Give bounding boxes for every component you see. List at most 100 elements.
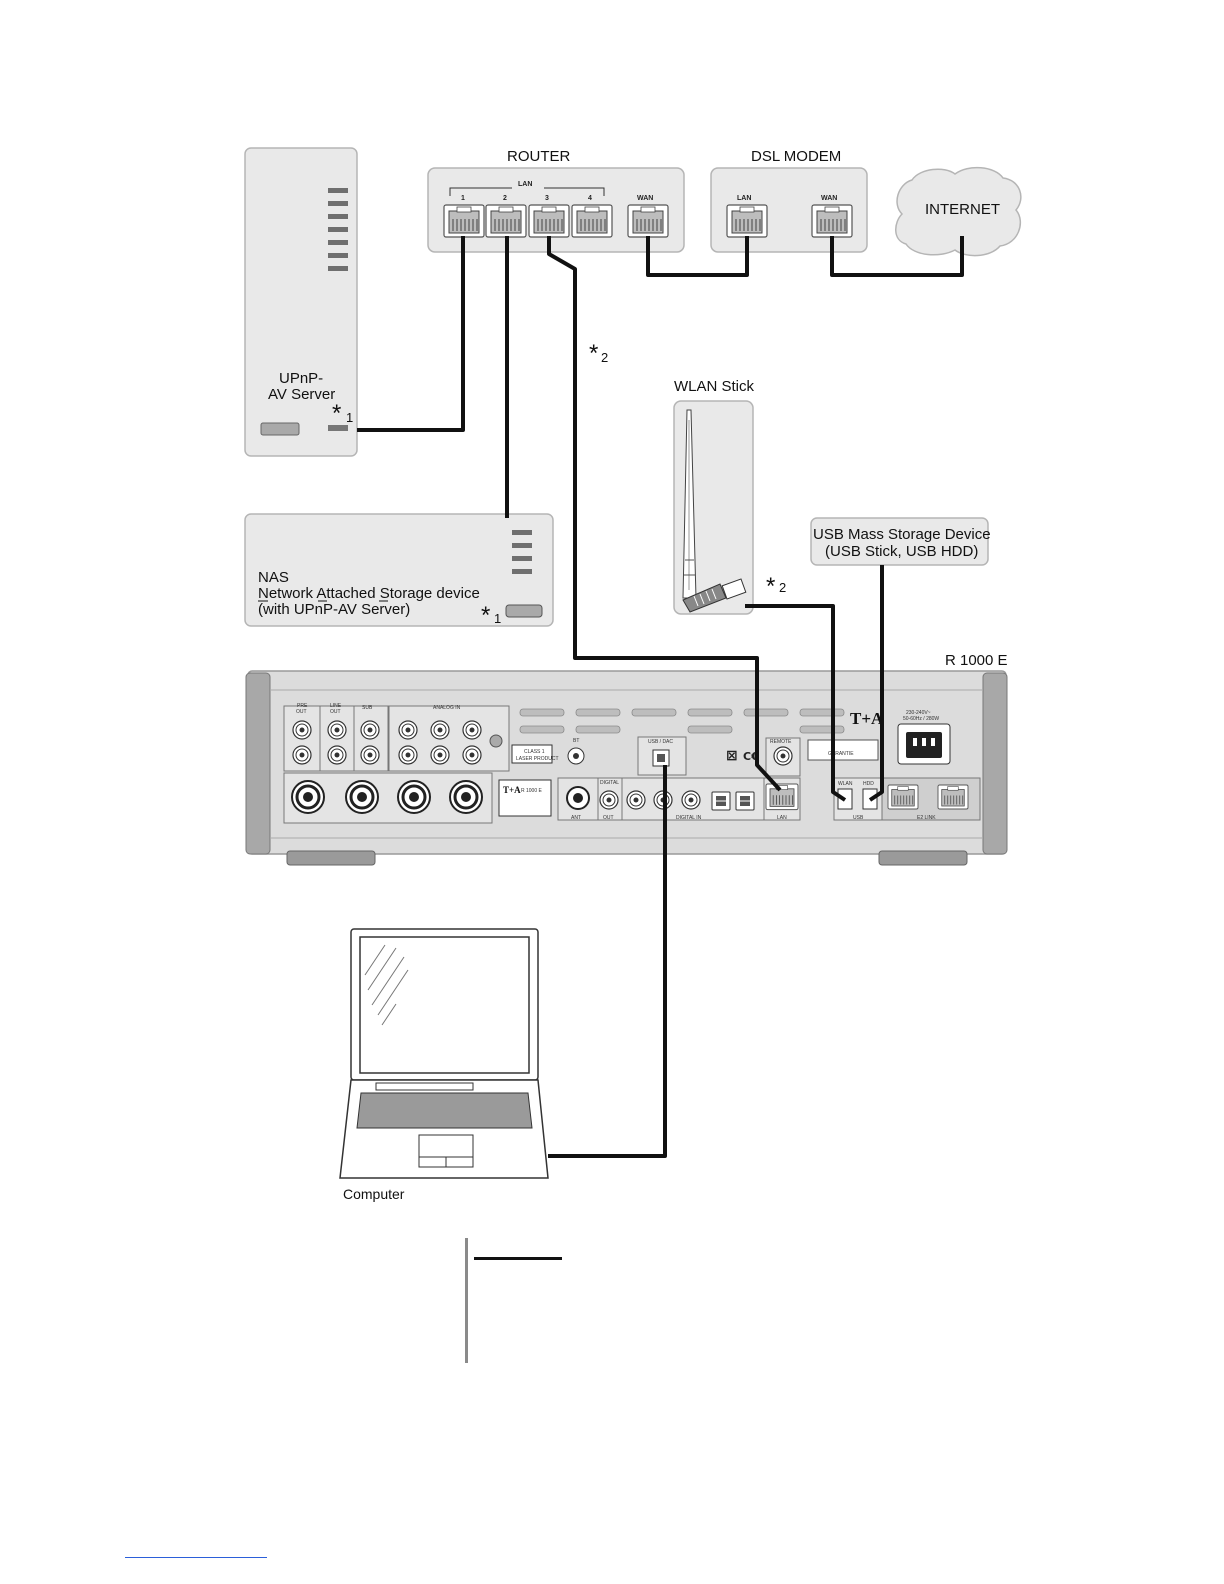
sub-out-2-jack-icon [360, 745, 380, 765]
panel-usb-dac-label: USB / DAC [648, 739, 673, 745]
cable-usb-storage-to-usb-hdd [868, 565, 884, 802]
panel-ant-label: ANT [571, 815, 581, 821]
panel-out-label: OUT [603, 815, 614, 821]
computer-label: Computer [343, 1186, 405, 1202]
router-lan-port-2-icon [485, 204, 527, 238]
server-drive-leds-icon [328, 188, 348, 271]
footnote-index-wlan: 2 [779, 580, 786, 595]
panel-line-out-label: LINE [330, 703, 342, 709]
cable-router-wan-to-modem-lan [646, 236, 749, 277]
panel-usb-label: USB [853, 815, 864, 821]
laser-product-label: LASER PRODUCT [516, 756, 559, 762]
router-port-1-label: 1 [461, 195, 465, 202]
analog-in-3r-jack-icon [462, 745, 482, 765]
panel-brand-logo: T+A [850, 709, 884, 728]
panel-e2-link-label: E2 LINK [917, 815, 936, 821]
analog-in-3l-jack-icon [462, 720, 482, 740]
speaker-l-plus-terminal-icon [448, 779, 484, 815]
garantie-label: GARANTIE [828, 751, 854, 757]
router-lan-bracket [449, 187, 605, 196]
nas-lan-port-icon [505, 604, 543, 618]
panel-bt-label: BT [573, 738, 579, 744]
panel-hdd-port-label: HDD [863, 781, 874, 787]
modem-lan-port-icon [726, 204, 768, 238]
digital-in-5-optical-icon [735, 791, 755, 811]
router-lan-port-3-icon [528, 204, 570, 238]
sub-out-1-jack-icon [360, 720, 380, 740]
analog-in-1l-jack-icon [398, 720, 418, 740]
note-heading-rule [474, 1257, 562, 1260]
footnote-star-router: * [589, 340, 598, 367]
pre-out-r-jack-icon [292, 745, 312, 765]
digital-in-1-jack-icon [626, 790, 646, 810]
panel-analog-in-label: ANALOG IN [433, 705, 461, 711]
ce-mark-icon: C€ [743, 750, 759, 763]
wlan-stick-label: WLAN Stick [674, 378, 755, 395]
e2-link-port-2-icon [937, 784, 969, 810]
usb-storage-label-line2: (USB Stick, USB HDD) [825, 543, 978, 560]
footnote-index-upnp: 1 [346, 410, 353, 425]
router-lan-port-4-icon [571, 204, 613, 238]
panel-remote-label: REMOTE [770, 739, 792, 745]
model-plate-label: R 1000 E [521, 788, 543, 794]
modem-lan-label: LAN [737, 195, 751, 202]
cable-modem-wan-to-internet [830, 236, 964, 277]
analog-in-2l-jack-icon [430, 720, 450, 740]
footer-link-underline[interactable] [125, 1557, 267, 1558]
panel-power-rating: 230-240V~ [906, 710, 931, 716]
e2-link-port-1-icon [887, 784, 919, 810]
internet-label: INTERNET [925, 201, 1000, 218]
note-sidebar-rule [465, 1238, 468, 1363]
line-out-r-jack-icon [327, 745, 347, 765]
line-out-l-jack-icon [327, 720, 347, 740]
speaker-r-plus-terminal-icon [290, 779, 326, 815]
panel-power-rating-2: 50-60Hz / 280W [903, 716, 939, 722]
modem-title: DSL MODEM [751, 148, 841, 165]
dsl-modem: DSL MODEM LAN WAN [710, 148, 868, 253]
router-port-3-label: 3 [545, 195, 549, 202]
internet-cloud-icon: INTERNET [895, 166, 1022, 257]
device-lan-port-icon [765, 783, 799, 811]
cable-wlan-stick-to-usb-wlan [745, 604, 847, 802]
upnp-av-server: UPnP- AV Server * 1 [244, 147, 358, 457]
panel-digital-out-label: DIGITAL [600, 780, 619, 786]
modem-wan-port-icon [811, 204, 853, 238]
router-title: ROUTER [507, 148, 571, 165]
model-plate-brand: T+A [503, 785, 521, 795]
ground-terminal-icon [489, 734, 503, 748]
pre-out-l-jack-icon [292, 720, 312, 740]
nas-label-line2: Network Attached Storage device [258, 585, 480, 602]
router: ROUTER LAN 1 2 3 4 WAN [427, 148, 685, 253]
footnote-index-nas: 1 [494, 611, 501, 626]
panel-digital-in-label: DIGITAL IN [676, 815, 702, 821]
router-wan-port-icon [627, 204, 669, 238]
upnp-label-line2: AV Server [268, 386, 335, 403]
cable-router-lan3-to-r1000e-lan [547, 236, 782, 792]
r1000e-rear-panel: R 1000 E PRE OUT LINE OUT SUB ANALOG IN [245, 652, 1008, 866]
footnote-star-nas: * [481, 602, 490, 629]
digital-in-3-jack-icon [681, 790, 701, 810]
nas-label-line3: (with UPnP-AV Server) [258, 601, 410, 618]
router-wan-label: WAN [637, 195, 653, 202]
panel-vents [519, 708, 845, 734]
nas-drive-leds-icon [512, 530, 532, 574]
router-lan-port-1-icon [443, 204, 485, 238]
panel-line-out-label-2: OUT [330, 709, 341, 715]
nas-device: NAS Network Attached Storage device (wit… [244, 513, 554, 629]
digital-out-jack-icon [599, 790, 619, 810]
router-lan-group-label: LAN [518, 181, 532, 188]
speaker-r-minus-terminal-icon [344, 779, 380, 815]
footnote-star-upnp: * [332, 400, 341, 427]
panel-sub-label: SUB [362, 705, 373, 711]
laser-class-label: CLASS 1 [524, 749, 545, 755]
footnote-index-router: 2 [601, 350, 608, 365]
usb-storage-label-line1: USB Mass Storage Device [813, 526, 991, 543]
weee-icon: ⊠ [726, 748, 738, 764]
panel-lan-label: LAN [777, 815, 787, 821]
panel-pre-out-label: PRE [297, 703, 308, 709]
device-model-label: R 1000 E [945, 652, 1008, 669]
analog-in-1r-jack-icon [398, 745, 418, 765]
remote-jack-icon [773, 746, 793, 766]
analog-in-2r-jack-icon [430, 745, 450, 765]
